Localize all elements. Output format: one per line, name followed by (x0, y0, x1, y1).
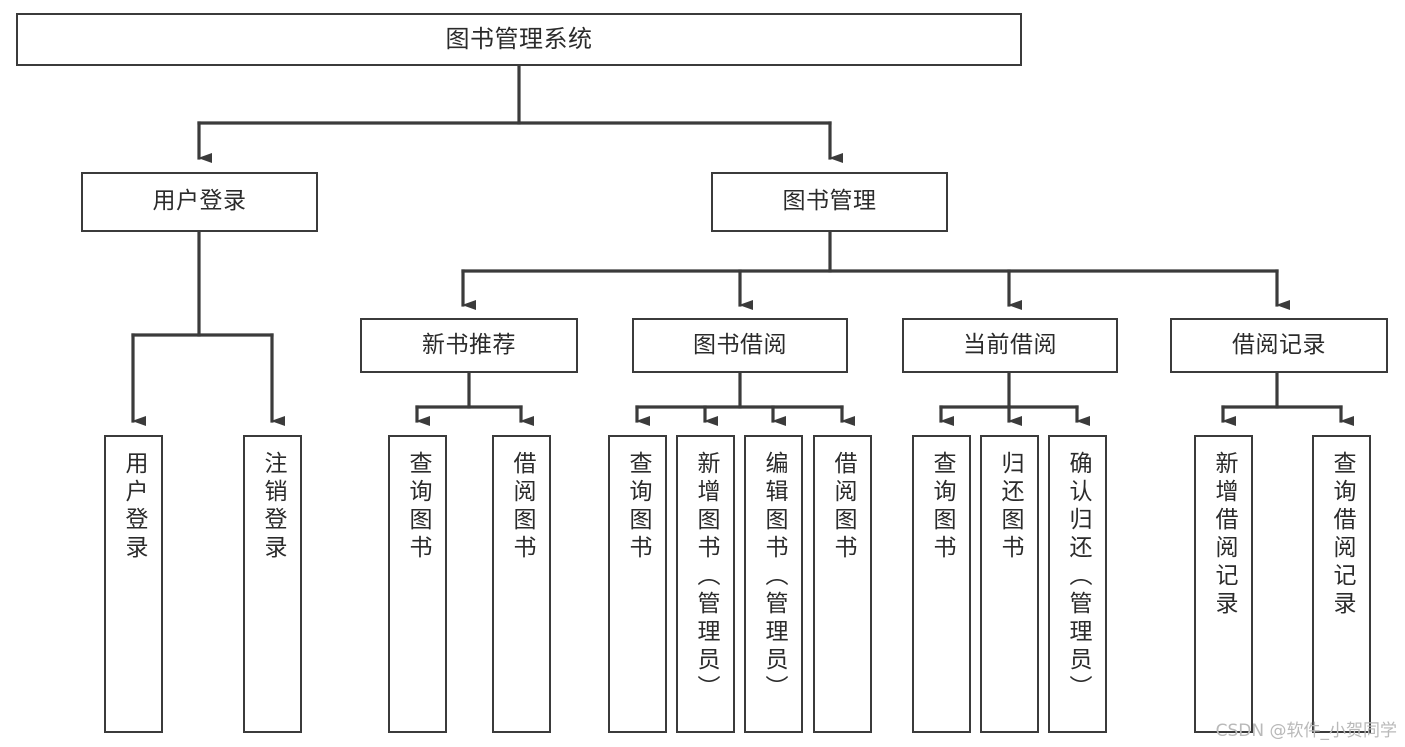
leaf-edit-book-admin[interactable]: 编辑图书（管理员） (744, 435, 803, 733)
node-label: 图书管理系统 (445, 25, 593, 54)
node-label: 新增借阅记录 (1211, 451, 1237, 619)
node-label: 借阅图书 (509, 451, 535, 563)
leaf-user-login[interactable]: 用户登录 (104, 435, 163, 733)
node-label: 图书借阅 (693, 331, 787, 358)
node-label: 新书推荐 (422, 331, 516, 358)
leaf-logout[interactable]: 注销登录 (243, 435, 302, 733)
node-label: 借阅记录 (1232, 331, 1326, 358)
node-label: 归还图书 (997, 451, 1023, 563)
node-label: 借阅图书 (830, 451, 856, 563)
node-label: 查询图书 (405, 451, 431, 563)
node-new-book-recommend[interactable]: 新书推荐 (360, 318, 578, 373)
leaf-return-book[interactable]: 归还图书 (980, 435, 1039, 733)
node-label: 查询图书 (625, 451, 651, 563)
leaf-confirm-return-admin[interactable]: 确认归还（管理员） (1048, 435, 1107, 733)
node-book-management[interactable]: 图书管理 (711, 172, 948, 232)
node-label: 新增图书（管理员） (693, 451, 719, 703)
node-book-borrow[interactable]: 图书借阅 (632, 318, 848, 373)
leaf-add-borrow-record[interactable]: 新增借阅记录 (1194, 435, 1253, 733)
leaf-query-book-recommend[interactable]: 查询图书 (388, 435, 447, 733)
leaf-add-book-admin[interactable]: 新增图书（管理员） (676, 435, 735, 733)
node-label: 注销登录 (260, 451, 286, 563)
node-borrow-record[interactable]: 借阅记录 (1170, 318, 1388, 373)
node-user-login[interactable]: 用户登录 (81, 172, 318, 232)
node-label: 图书管理 (782, 188, 877, 215)
leaf-query-book-borrow[interactable]: 查询图书 (608, 435, 667, 733)
node-current-borrow[interactable]: 当前借阅 (902, 318, 1118, 373)
leaf-query-borrow-record[interactable]: 查询借阅记录 (1312, 435, 1371, 733)
node-label: 用户登录 (121, 451, 147, 563)
leaf-borrow-book[interactable]: 借阅图书 (813, 435, 872, 733)
csdn-watermark: CSDN @软件_小贺同学 (1215, 721, 1397, 741)
node-label: 编辑图书（管理员） (761, 451, 787, 703)
node-label: 查询图书 (929, 451, 955, 563)
leaf-borrow-book-recommend[interactable]: 借阅图书 (492, 435, 551, 733)
node-label: 用户登录 (152, 188, 247, 215)
node-root-system[interactable]: 图书管理系统 (16, 13, 1022, 66)
node-label: 当前借阅 (963, 331, 1057, 358)
node-label: 查询借阅记录 (1329, 451, 1355, 619)
node-label: 确认归还（管理员） (1065, 451, 1091, 703)
leaf-query-book-current[interactable]: 查询图书 (912, 435, 971, 733)
